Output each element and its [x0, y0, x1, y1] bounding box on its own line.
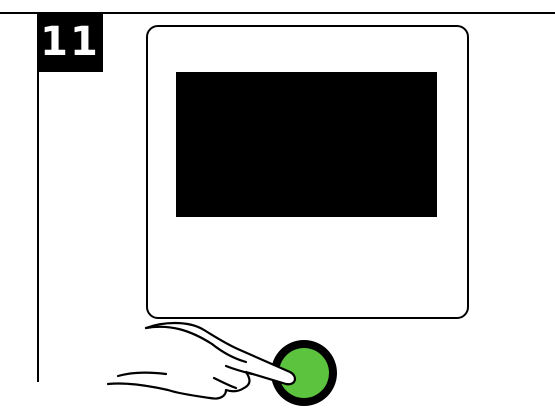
- step-number-badge: 11: [37, 12, 103, 72]
- device-screen: [176, 72, 437, 217]
- green-button[interactable]: [271, 340, 337, 406]
- frame-left-border: [37, 12, 39, 382]
- pointing-hand-icon: [106, 321, 296, 400]
- button-face: [279, 348, 329, 398]
- frame-top-border: [0, 12, 555, 14]
